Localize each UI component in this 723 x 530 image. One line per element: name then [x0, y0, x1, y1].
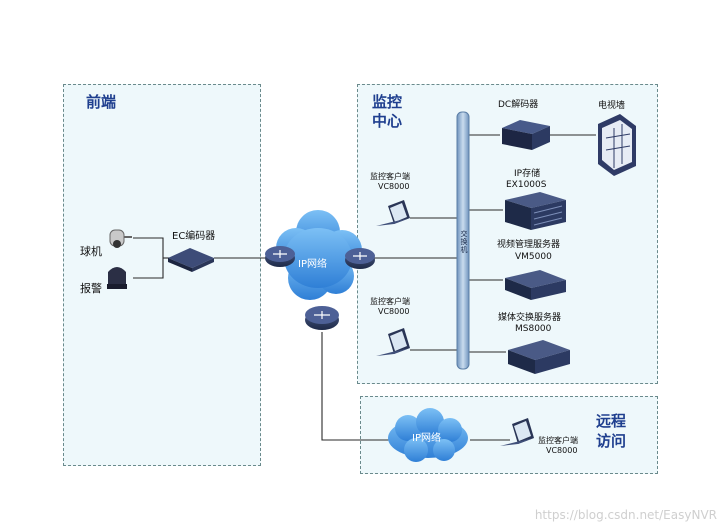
remote-access-title-line2: 访问 — [596, 432, 627, 450]
media-server-label-line1: 媒体交换服务器 — [498, 313, 562, 323]
remote-access-title-line1: 远程 — [596, 412, 627, 430]
ip-storage-icon — [505, 192, 566, 230]
storage-label-line1: IP存储 — [514, 169, 541, 179]
camera-alarm-bracket — [133, 237, 164, 279]
dome-camera-label: 球机 — [80, 245, 102, 258]
ip-network-label: IP网络 — [298, 259, 327, 270]
client-top-label-line1: 监控客户端 — [370, 172, 410, 181]
alarm-label: 报警 — [80, 282, 102, 295]
dome-camera-icon — [109, 229, 132, 248]
tv-wall-icon — [598, 114, 636, 176]
client-bottom-label-line1: 监控客户端 — [370, 297, 410, 306]
remote-client-label-line1: 监控客户端 — [538, 436, 578, 445]
monitoring-center-title-line2: 中心 — [372, 112, 403, 130]
media-server-label-line2: MS8000 — [515, 324, 552, 334]
watermark: https://blog.csdn.net/EasyNVR — [534, 508, 717, 522]
decoder-icon — [502, 120, 550, 150]
laptop-bottom-icon — [376, 328, 410, 356]
alarm-icon — [107, 267, 127, 289]
switch-bar-label: 交换机 — [460, 230, 468, 254]
decoder-label: DC解码器 — [498, 100, 539, 110]
switch-bar — [456, 111, 470, 370]
router-left-icon — [265, 246, 295, 267]
client-top-label-line2: VC8000 — [378, 182, 410, 191]
vms-label-line2: VM5000 — [515, 252, 552, 262]
router-bottom-icon — [305, 306, 339, 330]
storage-label-line2: EX1000S — [506, 180, 547, 190]
remote-ip-network-label: IP网络 — [412, 433, 441, 444]
frontend-zone — [63, 84, 261, 466]
media-switching-server-icon — [508, 340, 570, 374]
tv-wall-label: 电视墙 — [598, 101, 626, 111]
laptop-top-icon — [376, 200, 410, 226]
encoder-label: EC编码器 — [172, 231, 216, 242]
router-right-icon — [345, 248, 375, 269]
vms-label-line1: 视频管理服务器 — [497, 240, 561, 250]
laptop-remote-icon — [500, 418, 534, 446]
video-management-server-icon — [505, 270, 566, 300]
remote-ip-network-cloud — [388, 408, 468, 462]
link-router-remote — [321, 332, 390, 441]
client-bottom-label-line2: VC8000 — [378, 307, 410, 316]
frontend-title: 前端 — [86, 93, 117, 111]
ip-network-cloud — [276, 210, 362, 300]
encoder-icon — [168, 248, 214, 272]
monitoring-center-title-line1: 监控 — [372, 93, 403, 111]
remote-client-label-line2: VC8000 — [546, 446, 578, 455]
